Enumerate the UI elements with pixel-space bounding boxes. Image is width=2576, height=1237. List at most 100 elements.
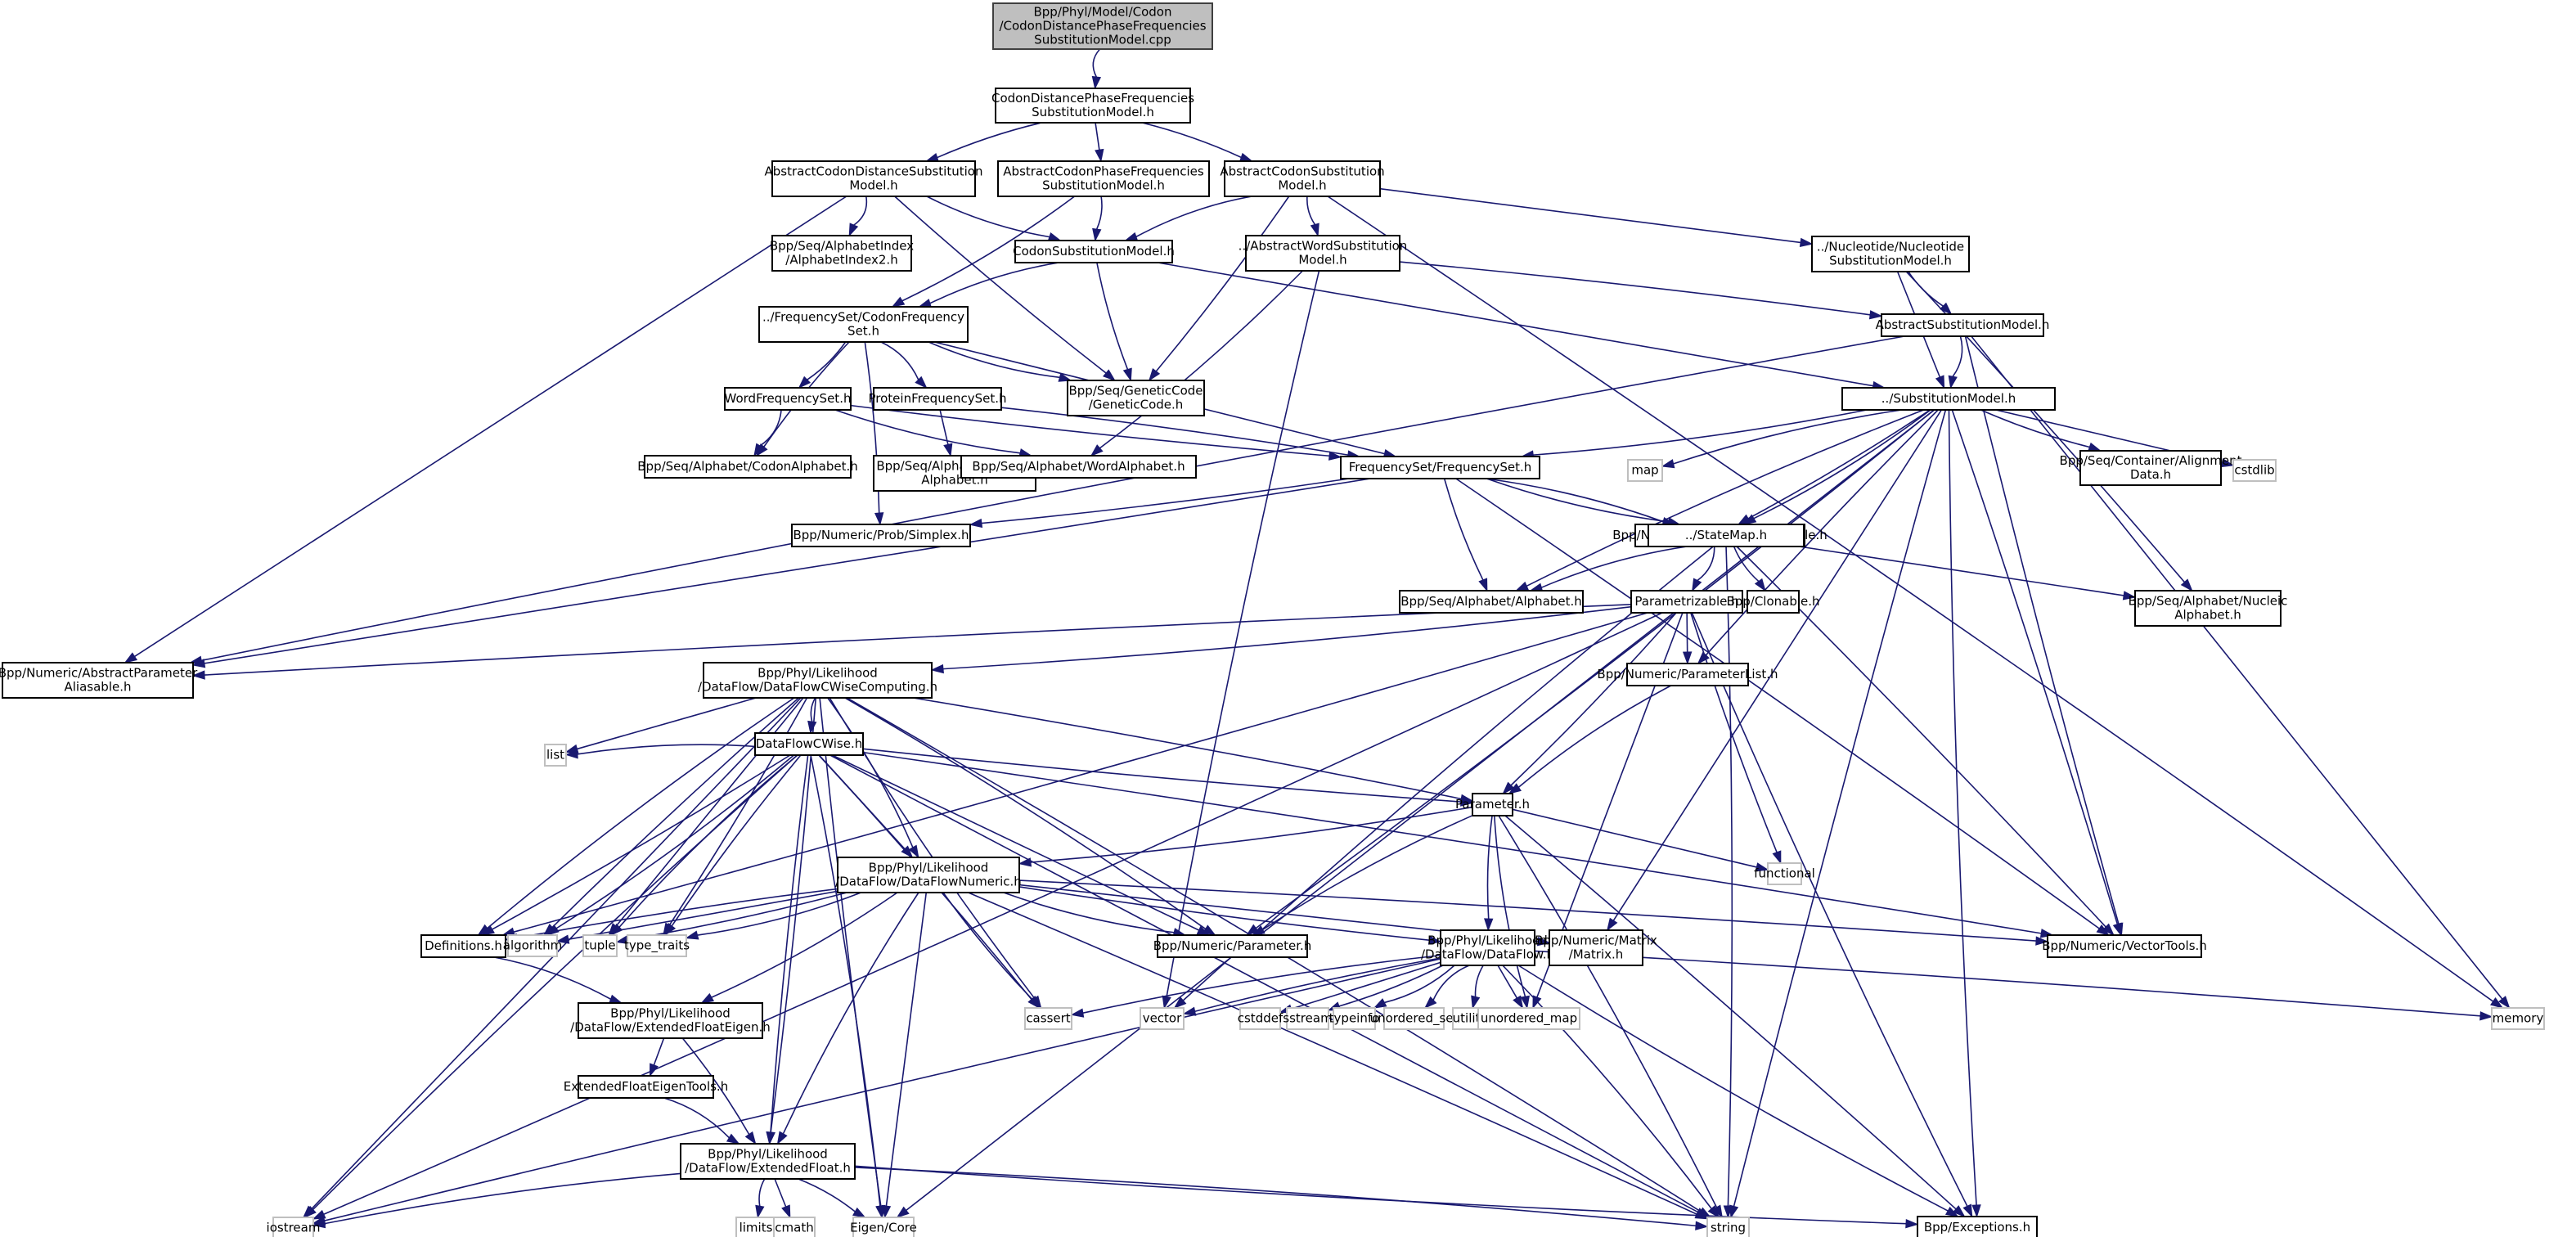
node-box [1383,1007,1445,1030]
edge-dfn-to-eigen [881,892,928,1219]
node-ai2[interactable]: Bpp/Seq/AlphabetIndex/AlphabetIndex2.h [770,235,914,272]
node-wa[interactable]: Bpp/Seq/Alphabet/WordAlphabet.h [960,455,1197,479]
arrowhead-icon [2035,936,2049,946]
edge-df-to-exc [1517,965,1959,1217]
edge-stm-to-clon [1733,546,1766,592]
edge-line [1691,612,1968,1207]
edge-line [697,892,861,936]
edge-line [853,196,868,226]
node-unordered_set: unordered_set [1370,1007,1459,1030]
node-label: Bpp/Exceptions.h [1924,1220,2030,1235]
node-nsm[interactable]: ../Nucleotide/NucleotideSubstitutionMode… [1811,236,1970,272]
arrowhead-icon [1047,232,1062,241]
arrowhead-icon [1723,1205,1733,1219]
arrowhead-icon [1755,862,1769,872]
edge-param-to-exc [1504,815,1966,1217]
node-exc[interactable]: Bpp/Exceptions.h [1917,1216,2038,1237]
edge-line [1512,808,1757,868]
node-label: cstddef [1238,1011,1284,1026]
node-parz[interactable]: Parametrizable.h [1630,590,1743,614]
node-vt[interactable]: Bpp/Numeric/VectorTools.h [2042,934,2207,958]
node-label: Aliasable.h [65,680,132,695]
node-asm[interactable]: AbstractSubstitutionModel.h [1876,313,2050,337]
arrowhead-icon [1799,237,1814,248]
node-dfcwc[interactable]: Bpp/Phyl/Likelihood/DataFlow/DataFlowCWi… [698,662,937,699]
node-dfcw[interactable]: DataFlowCWise.h [754,732,864,756]
node-acpf[interactable]: AbstractCodonPhaseFrequenciesSubstitutio… [997,160,1210,197]
edge-pal-to-parz [1692,546,1715,592]
node-pfs[interactable]: ProteinFrequencySet.h [869,387,1007,411]
edge-csm-to-cfs [918,262,1059,308]
node-nparam[interactable]: Bpp/Numeric/Parameter.h [1153,934,1312,958]
edge-fs-to-apa [191,478,1371,668]
arrowhead-icon [2180,578,2193,592]
arrowhead-icon [1124,232,1139,241]
node-box [420,934,506,958]
arrowhead-icon [901,845,914,859]
node-gc[interactable]: Bpp/Seq/GeneticCode/GeneticCode.h [1067,380,1205,416]
edge-line [1194,957,1441,1013]
node-wfs[interactable]: WordFrequencySet.h [724,387,852,411]
arrowhead-icon [1091,75,1102,90]
arrowhead-icon [776,1131,788,1145]
node-efet[interactable]: ExtendedFloatEigenTools.h [564,1075,728,1099]
node-cassert: cassert [1024,1007,1072,1030]
node-csm[interactable]: CodonSubstitutionModel.h [1013,240,1175,263]
node-cdpf[interactable]: CodonDistancePhaseFrequenciesSubstitutio… [991,88,1194,124]
node-box [992,2,1213,50]
node-label: vector [1143,1011,1182,1026]
arrowhead-icon [1092,227,1102,242]
node-stm[interactable]: ../StateMap.h [1648,524,1805,547]
node-root[interactable]: Bpp/Phyl/Model/Codon/CodonDistancePhaseF… [992,2,1213,50]
node-dfn[interactable]: Bpp/Phyl/Likelihood/DataFlow/DataFlowNum… [835,857,1022,893]
node-fs[interactable]: FrequencySet/FrequencySet.h [1340,456,1540,479]
node-label: Set.h [847,324,879,339]
arrowhead-icon [891,296,906,308]
node-df[interactable]: Bpp/Phyl/Likelihood/DataFlow/DataFlow.h [1421,929,1554,966]
arrowhead-icon [726,1133,740,1145]
node-alpha[interactable]: Bpp/Seq/Alphabet/Alphabet.h [1399,590,1584,614]
node-ef[interactable]: Bpp/Phyl/Likelihood/DataFlow/ExtendedFlo… [680,1143,856,1180]
node-efe[interactable]: Bpp/Phyl/Likelihood/DataFlow/ExtendedFlo… [570,1002,771,1039]
edge-line [1534,950,2481,1017]
node-param[interactable]: Parameter.h [1455,793,1530,816]
node-box [644,455,852,479]
edge-line [1733,409,1947,1207]
node-clon[interactable]: Bpp/Clonable.h [1726,590,1820,614]
arrowhead-icon [1515,581,1529,592]
edge-ef-to-eigen [798,1178,866,1218]
arrowhead-icon [700,992,715,1004]
node-string: string [1706,1217,1750,1237]
edge-line [1082,954,1441,1014]
edge-line [711,892,898,998]
node-sm[interactable]: ../SubstitutionModel.h [1841,387,2056,411]
edge-line [862,748,1462,803]
edge-sm-to-exc [1948,409,1981,1218]
edge-line [1095,122,1100,151]
edge-line [1673,409,1902,465]
arrowhead-icon [908,844,919,859]
edge-dfn-to-efe [700,892,898,1004]
node-plist[interactable]: Bpp/Numeric/ParameterList.h [1597,663,1778,686]
node-label: ProteinFrequencySet.h [869,391,1007,406]
node-label: SubstitutionModel.h [1042,178,1165,193]
edge-cdpf-to-acpf [1095,122,1104,163]
edge-dfcw-to-list [564,744,756,759]
edge-dfcw-to-param [862,748,1474,807]
node-defs[interactable]: Definitions.h [420,934,506,958]
node-ca[interactable]: Bpp/Seq/Alphabet/CodonAlphabet.h [637,455,858,479]
edge-line [928,341,1060,379]
edge-defs-to-efe [493,956,623,1004]
node-label: /DataFlow/DataFlowCWiseComputing.h [698,680,937,695]
node-matrix[interactable]: Bpp/Numeric/Matrix/Matrix.h [1535,929,1657,966]
node-simplex[interactable]: Bpp/Numeric/Prob/Simplex.h [791,524,971,547]
